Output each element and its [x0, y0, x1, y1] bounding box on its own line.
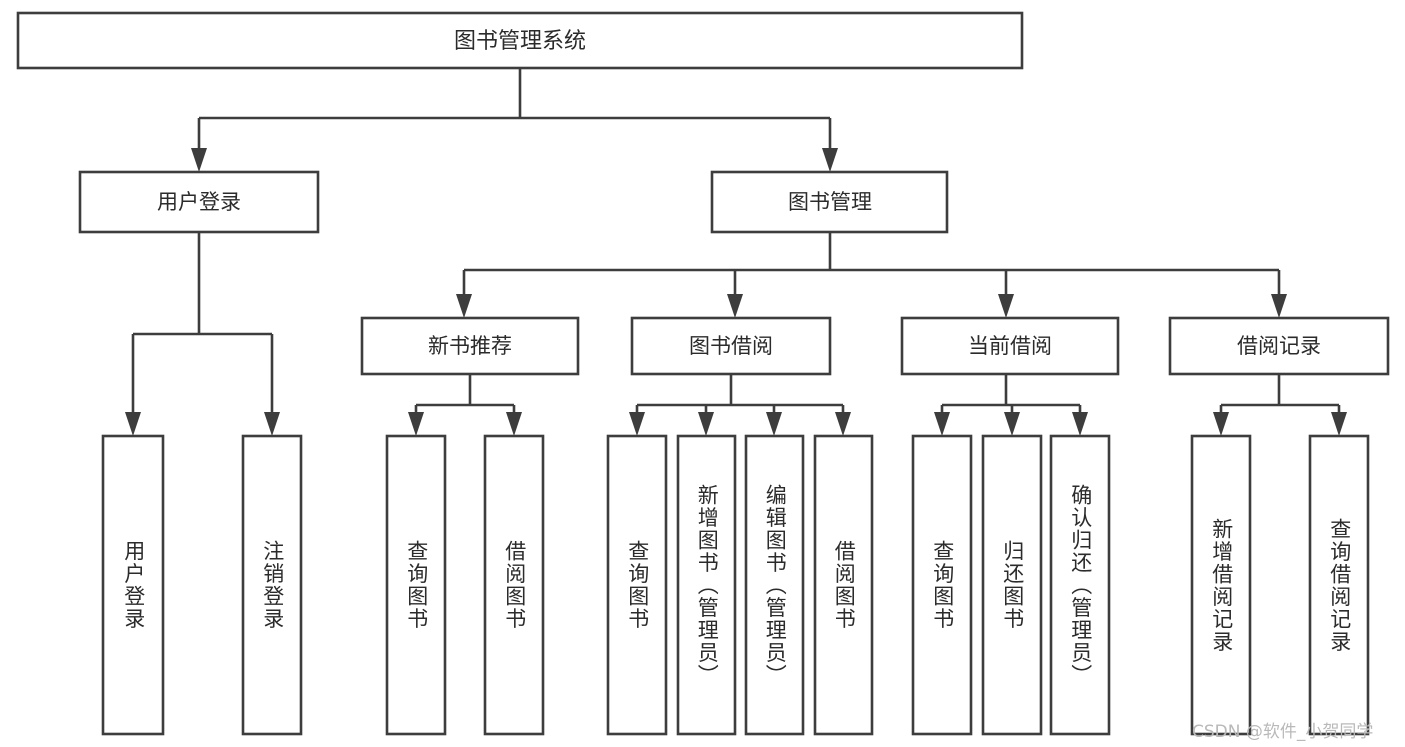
- leaf-query-book-3-box[interactable]: [911, 434, 973, 736]
- leaf-confirm-return-box[interactable]: [1049, 434, 1111, 736]
- arrow-to-new-book-recommend: [456, 294, 472, 318]
- leaf-borrow-book-1-box[interactable]: [483, 434, 545, 736]
- arrow-to-leaf-add-record: [1213, 412, 1229, 436]
- arrow-to-leaf-edit-book: [766, 412, 782, 436]
- arrow-to-leaf-confirm-return: [1072, 412, 1088, 436]
- arrow-to-borrow-record: [1271, 294, 1287, 318]
- arrow-to-user-login: [191, 148, 207, 172]
- node-book-borrow-box[interactable]: [630, 316, 832, 376]
- leaf-query-book-2-box[interactable]: [606, 434, 668, 736]
- node-root-label: 图书管理系统: [454, 29, 586, 54]
- arrow-to-leaf-return-book: [1004, 412, 1020, 436]
- node-root[interactable]: 图书管理系统: [16, 11, 1024, 70]
- leaf-logout-box[interactable]: [241, 434, 303, 736]
- leaf-user-login-box[interactable]: [101, 434, 165, 736]
- node-user-login-label: 用户登录: [157, 190, 241, 214]
- node-new-book-recommend[interactable]: 新书推荐: [360, 316, 580, 376]
- arrow-to-leaf-add-book: [698, 412, 714, 436]
- leaf-query-book-1-box[interactable]: [385, 434, 447, 736]
- node-borrow-record-label: 借阅记录: [1237, 334, 1321, 358]
- node-book-borrow-label: 图书借阅: [689, 334, 773, 358]
- node-book-borrow[interactable]: 图书借阅: [630, 316, 832, 376]
- node-root-box[interactable]: [16, 11, 1024, 70]
- node-book-manage-label: 图书管理: [788, 190, 872, 214]
- arrow-to-book-manage: [822, 148, 838, 172]
- node-new-book-recommend-box[interactable]: [360, 316, 580, 376]
- node-layer: 图书管理系统 用户登录 图书管理 新书推荐 图书借阅 当前: [16, 11, 1390, 736]
- arrow-to-leaf-query-book-2: [629, 412, 645, 436]
- node-book-manage-box[interactable]: [710, 170, 949, 234]
- node-current-borrow-box[interactable]: [900, 316, 1120, 376]
- node-borrow-record[interactable]: 借阅记录: [1168, 316, 1390, 376]
- node-user-login[interactable]: 用户登录: [78, 170, 320, 234]
- arrow-to-current-borrow: [998, 294, 1014, 318]
- leaf-return-book-box[interactable]: [981, 434, 1043, 736]
- arrow-to-leaf-user-login: [125, 412, 141, 436]
- node-new-book-recommend-label: 新书推荐: [428, 334, 512, 358]
- node-user-login-box[interactable]: [78, 170, 320, 234]
- node-borrow-record-box[interactable]: [1168, 316, 1390, 376]
- csdn-watermark: CSDN @软件_小贺同学: [1192, 722, 1374, 742]
- leaf-borrow-book-2-box[interactable]: [813, 434, 874, 736]
- node-current-borrow[interactable]: 当前借阅: [900, 316, 1120, 376]
- arrow-to-leaf-query-record: [1331, 412, 1347, 436]
- arrow-to-leaf-logout: [264, 412, 280, 436]
- leaf-query-record-box[interactable]: [1308, 434, 1370, 736]
- leaf-edit-book-box[interactable]: [744, 434, 805, 736]
- arrow-to-book-borrow: [727, 294, 743, 318]
- arrow-to-leaf-query-book-1: [408, 412, 424, 436]
- arrow-to-leaf-borrow-book-2: [835, 412, 851, 436]
- arrow-to-leaf-borrow-book-1: [506, 412, 522, 436]
- node-current-borrow-label: 当前借阅: [968, 334, 1052, 358]
- node-book-manage[interactable]: 图书管理: [710, 170, 949, 234]
- leaf-add-book-box[interactable]: [676, 434, 737, 736]
- arrow-to-leaf-query-book-3: [934, 412, 950, 436]
- connector-layer: [125, 68, 1347, 436]
- leaf-add-record-box[interactable]: [1190, 434, 1252, 736]
